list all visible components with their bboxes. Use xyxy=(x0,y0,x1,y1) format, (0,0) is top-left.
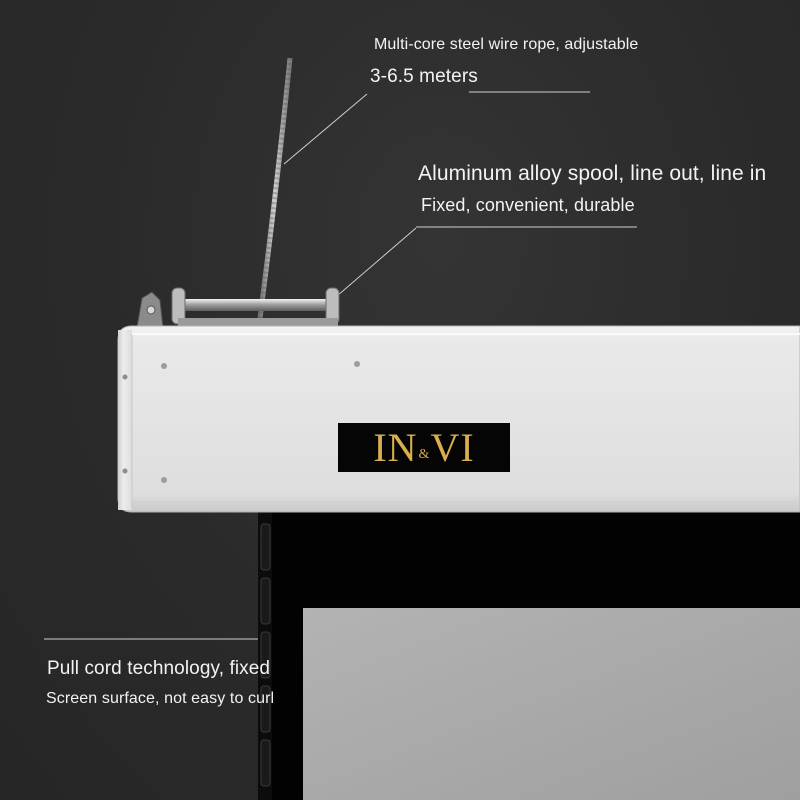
housing-endcap xyxy=(118,330,132,510)
screen-fabric xyxy=(262,512,800,800)
steel-wire-rope xyxy=(256,57,293,327)
spool-leader-line xyxy=(336,227,417,297)
logo-ampersand: & xyxy=(418,446,430,462)
pull-cord xyxy=(258,512,272,800)
housing-screw xyxy=(161,477,167,483)
cord-callout-detail: Screen surface, not easy to curl xyxy=(46,690,275,707)
spool-callout-title: Aluminum alloy spool, line out, line in xyxy=(418,162,767,185)
logo-text-right: VI xyxy=(430,424,475,470)
screen-housing xyxy=(117,325,800,513)
logo-text-left: IN xyxy=(373,424,418,470)
housing-screw xyxy=(161,363,167,369)
screen-surface xyxy=(303,608,800,800)
leader-lines xyxy=(44,91,637,640)
mounting-clip xyxy=(136,291,164,328)
endcap-screw xyxy=(122,374,128,380)
endcap-screw xyxy=(122,468,128,474)
rope-callout-detail: 3-6.5 meters xyxy=(370,66,478,87)
housing-screw xyxy=(354,361,360,367)
brand-logo: IN & VI xyxy=(338,423,510,472)
rope-leader-line xyxy=(283,93,368,165)
rope-callout-title: Multi-core steel wire rope, adjustable xyxy=(374,36,639,53)
cord-callout-title: Pull cord technology, fixed xyxy=(47,658,271,679)
aluminum-spool xyxy=(171,287,340,326)
spool-callout-detail: Fixed, convenient, durable xyxy=(421,195,635,215)
